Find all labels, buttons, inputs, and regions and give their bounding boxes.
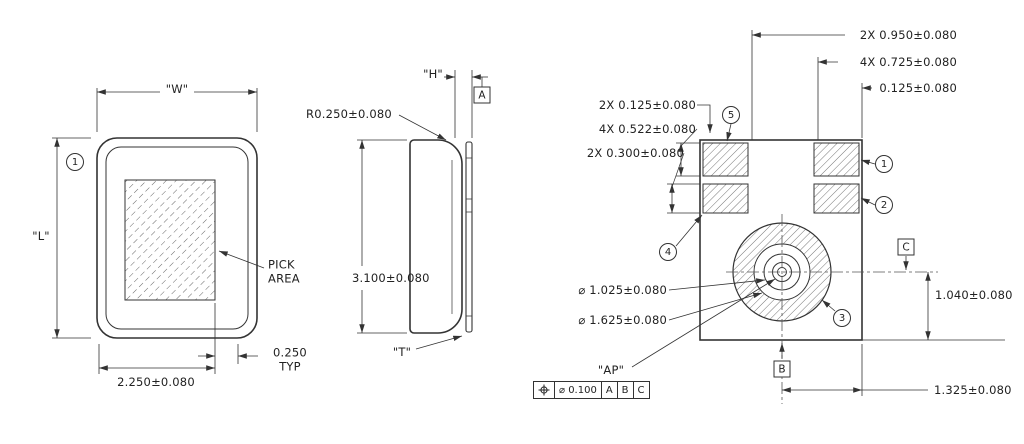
callout-balloon-4: 4 bbox=[659, 243, 677, 261]
datum-b-flag: B bbox=[773, 360, 791, 378]
datum-a-flag: A bbox=[473, 86, 491, 104]
inner-diameter-dimension: ⌀ 1.025±0.080 bbox=[578, 282, 667, 297]
center-to-edge-dimension: 1.325±0.080 bbox=[934, 382, 1012, 397]
datum-c-flag: C bbox=[897, 238, 915, 256]
pick-area-label: PICK AREA bbox=[268, 257, 300, 286]
body-height-dimension: 3.100±0.080 bbox=[352, 270, 430, 285]
bottom-view-geometry bbox=[631, 30, 1005, 404]
fcf-datum-1: A bbox=[602, 382, 618, 398]
edge-gap-dimension: 0.125±0.080 bbox=[879, 80, 957, 95]
callout-balloon-2: 2 bbox=[875, 196, 893, 214]
typ-dimension: 0.250 TYP bbox=[273, 345, 307, 374]
fcf-tolerance-value: ⌀ 0.100 bbox=[555, 382, 602, 398]
pad2-height-dimension: 2X 0.300±0.080 bbox=[586, 145, 684, 160]
outer-diameter-dimension: ⌀ 1.625±0.080 bbox=[578, 312, 667, 327]
length-ref-label: "L" bbox=[32, 228, 50, 243]
height-ref-label: "H" bbox=[423, 66, 443, 81]
corner-radius-dimension: R0.250±0.080 bbox=[306, 106, 392, 121]
fcf-datum-2: B bbox=[618, 382, 634, 398]
callout-balloon-5: 5 bbox=[722, 106, 740, 124]
pad-gap-dimension: 2X 0.125±0.080 bbox=[598, 97, 696, 112]
callout-balloon-1: 1 bbox=[875, 155, 893, 173]
pad-offset-dimension: 4X 0.725±0.080 bbox=[859, 54, 957, 69]
width-ref-label: "W" bbox=[165, 81, 189, 96]
side-view-geometry bbox=[357, 70, 488, 350]
callout-balloon-3: 3 bbox=[833, 309, 851, 327]
attach-point-label: "AP" bbox=[597, 362, 625, 377]
center-to-bottom-dimension: 1.040±0.080 bbox=[935, 287, 1013, 302]
pad-pitch-dimension: 2X 0.950±0.080 bbox=[859, 27, 957, 42]
thickness-ref-label: "T" bbox=[392, 344, 412, 359]
position-tolerance-cell bbox=[534, 382, 555, 398]
position-tolerance-icon bbox=[538, 384, 550, 396]
front-callout-balloon-1: 1 bbox=[66, 153, 84, 171]
pick-width-dimension: 2.250±0.080 bbox=[117, 374, 195, 389]
pad-height-dimension: 4X 0.522±0.080 bbox=[598, 121, 696, 136]
fcf-datum-3: C bbox=[637, 384, 645, 396]
front-view-geometry bbox=[52, 88, 265, 374]
feature-control-frame: ⌀ 0.100 A B C bbox=[533, 381, 650, 399]
